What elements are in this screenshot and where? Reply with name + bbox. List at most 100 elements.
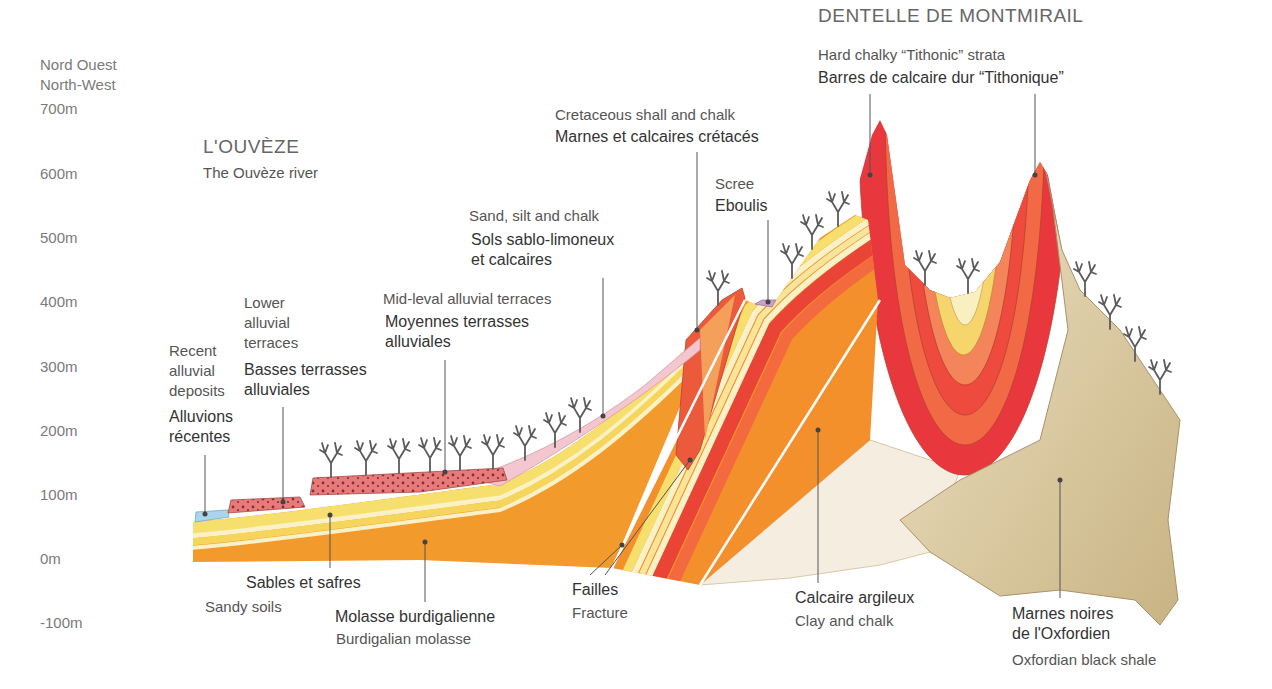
leader-dot	[766, 300, 771, 305]
vine-symbol	[781, 244, 803, 278]
leader-dot	[1033, 173, 1038, 178]
vine-symbol	[449, 436, 471, 470]
sand-silt-soil	[470, 338, 700, 486]
vine-symbol	[957, 259, 979, 293]
axis-label: Nord Ouest	[40, 56, 117, 74]
vine-symbol	[388, 439, 410, 473]
axis-value: 100m	[40, 486, 78, 504]
stratum-band	[922, 100, 1005, 355]
stratum-band	[900, 100, 1030, 415]
layer-label: Lower alluvial terraces	[244, 293, 314, 353]
cretaceous-sliver	[676, 288, 745, 470]
leader-dot	[443, 470, 448, 475]
vine-symbol	[419, 438, 441, 472]
fault-line	[700, 300, 880, 585]
leader-dot	[423, 540, 428, 545]
leader-line	[445, 360, 446, 472]
leader-line	[870, 94, 871, 175]
stratum-band	[190, 290, 760, 542]
layer-label: Moyennes terrasses alluviales	[385, 312, 540, 352]
layer-label: Sols sablo-limoneux et calcaires	[471, 230, 623, 270]
leader-dot	[816, 428, 821, 433]
stratum-band	[935, 100, 995, 325]
scree	[755, 300, 776, 307]
leader-line	[605, 460, 690, 575]
layer-label: Barres de calcaire dur “Tithonique”	[818, 68, 1064, 88]
layer-label: Alluvions récentes	[169, 407, 249, 447]
axis-value: 0m	[40, 550, 61, 568]
stratum-band	[632, 231, 922, 671]
layer-label: Sand, silt and chalk	[469, 206, 599, 226]
vine-symbol	[569, 398, 591, 432]
vine-symbol	[801, 215, 823, 249]
axis-value: 500m	[40, 229, 78, 247]
layer-label: Sandy soils	[205, 597, 282, 617]
layer-label: Marnes noires de l'Oxfordien	[1012, 604, 1127, 644]
vine-symbol	[544, 413, 566, 447]
leader-line	[330, 515, 331, 568]
layer-label: Calcaire argileux	[795, 588, 914, 608]
leader-lines	[205, 94, 1060, 602]
vines	[320, 192, 1171, 477]
stratum-band	[885, 100, 1045, 445]
vine-symbol	[514, 426, 536, 460]
leader-dot	[328, 513, 333, 518]
leader-line	[768, 220, 769, 302]
mid-terrace	[310, 468, 507, 495]
leader-line	[590, 545, 622, 575]
stratum-band	[190, 296, 760, 548]
tithonic-band	[858, 100, 1070, 475]
vine-symbol	[914, 251, 936, 285]
layer-label: Basses terrasses alluviales	[244, 360, 379, 400]
layer-label: Mid-leval alluvial terraces	[383, 289, 551, 309]
layer-label: Fracture	[572, 603, 628, 623]
layer-label: Hard chalky “Tithonic” strata	[818, 45, 1005, 65]
cretaceous-sliver	[700, 295, 735, 440]
axis-label: North-West	[40, 76, 116, 94]
layer-label: Scree	[715, 174, 754, 194]
sand-strata	[190, 276, 760, 548]
layer-label: Sables et safres	[246, 573, 361, 593]
stratum-band	[190, 284, 760, 536]
recent-alluvium	[195, 510, 229, 522]
axis-value: 600m	[40, 165, 78, 183]
leader-dots	[203, 173, 1063, 548]
layer-label: Eboulis	[715, 196, 767, 216]
layer-label: Oxfordian black shale	[1012, 650, 1156, 670]
stratum-band	[912, 100, 1018, 385]
layer-label: Cretaceous shall and chalk	[555, 105, 735, 125]
leader-line	[283, 407, 284, 502]
vine-symbol	[1149, 360, 1171, 394]
leader-dot	[1058, 478, 1063, 483]
leader-line	[697, 152, 698, 330]
layer-label: Clay and chalk	[795, 611, 893, 631]
axis-value: -100m	[40, 614, 83, 632]
leader-line	[425, 542, 426, 602]
vine-symbol	[482, 435, 504, 469]
river-name: L'OUVÈZE	[203, 136, 299, 158]
oxfordian-shale	[900, 172, 1180, 625]
lower-terrace	[228, 497, 305, 513]
leader-dot	[601, 414, 606, 419]
leader-line	[205, 455, 206, 514]
axis-value: 300m	[40, 358, 78, 376]
axis-value: 700m	[40, 100, 78, 118]
leader-line	[1035, 94, 1036, 175]
axis-value: 400m	[40, 293, 78, 311]
dentelle-strata	[858, 100, 1070, 475]
leader-line	[603, 278, 604, 416]
leader-dot	[203, 512, 208, 517]
leader-dot	[620, 543, 625, 548]
vine-symbol	[320, 443, 342, 477]
layer-label: Molasse burdigalienne	[335, 607, 495, 627]
vine-symbol	[827, 192, 849, 226]
leader-line	[818, 430, 819, 583]
river-label: The Ouvèze river	[203, 163, 318, 183]
leader-line	[1060, 480, 1061, 598]
fault-line	[612, 300, 745, 568]
vine-symbol	[707, 271, 729, 305]
layer-label: Recent alluvial deposits	[169, 341, 244, 401]
layer-label: Burdigalian molasse	[336, 629, 471, 649]
diagram-title: DENTELLE DE MONTMIRAIL	[818, 5, 1083, 27]
layer-label: Marnes et calcaires crétacés	[555, 127, 759, 147]
